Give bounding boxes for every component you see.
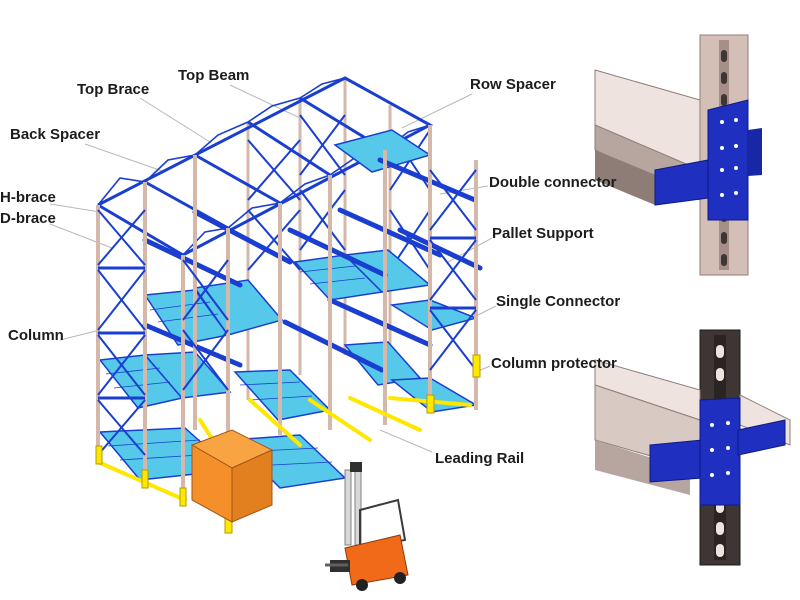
single-connector-detail	[594, 329, 791, 566]
label-d-brace: D-brace	[0, 210, 56, 227]
pallet-rails	[142, 157, 483, 373]
label-pallet-support: Pallet Support	[492, 225, 594, 242]
label-back-spacer: Back Spacer	[10, 126, 101, 143]
pallet-load	[190, 429, 274, 523]
rack-assembly	[49, 76, 497, 591]
label-column-protector: Column protector	[491, 355, 617, 372]
front-uprights	[96, 125, 478, 500]
h-brace-ties	[98, 236, 476, 400]
label-double-connector: Double connector	[489, 174, 617, 191]
label-column: Column	[8, 327, 64, 344]
label-row-spacer: Row Spacer	[470, 76, 556, 93]
label-top-beam: Top Beam	[178, 67, 250, 84]
double-connector-detail	[594, 34, 762, 276]
callout-lines	[49, 84, 497, 453]
front-bracing	[97, 169, 477, 456]
label-single-connector: Single Connector	[496, 293, 621, 310]
forklift	[325, 462, 409, 591]
label-top-brace: Top Brace	[77, 81, 150, 98]
label-leading-rail: Leading Rail	[435, 450, 525, 467]
label-h-brace: H-brace	[0, 189, 56, 206]
